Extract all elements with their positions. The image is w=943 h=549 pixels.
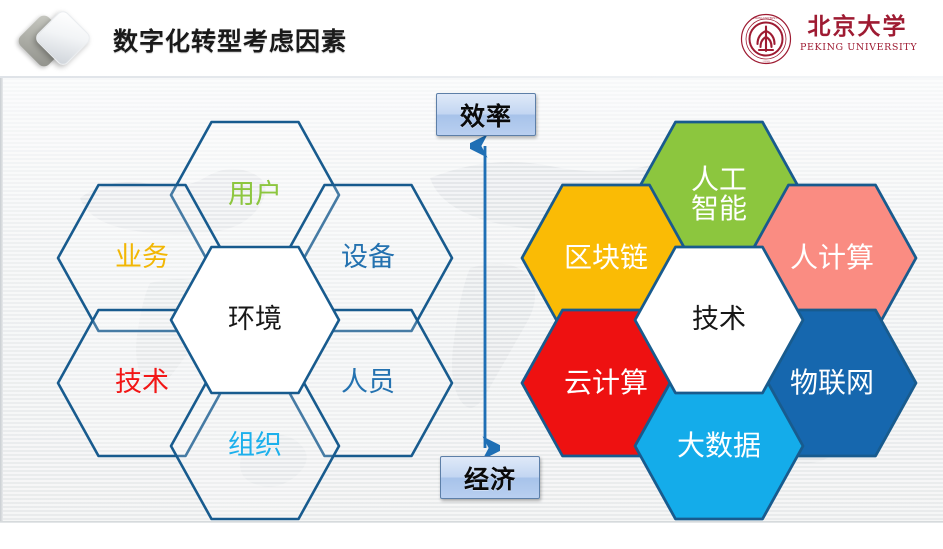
diamond-logo-icon: [15, 8, 96, 70]
svg-text:PEKING UNIVERSITY: PEKING UNIVERSITY: [753, 17, 779, 20]
callout-economy[interactable]: 经济: [440, 456, 540, 499]
footer-divider: [0, 521, 943, 524]
slide-left-edge: [0, 78, 3, 523]
university-name-cn: 北京大学: [807, 13, 908, 40]
hex-center-environment[interactable]: 环境: [168, 244, 342, 396]
svg-text:1 8 9 8: 1 8 9 8: [762, 60, 770, 63]
header-divider: [0, 76, 943, 78]
slide-header: 数字化转型考虑因素 PEKING UNIVE: [0, 0, 943, 78]
peking-university-branding: PEKING UNIVERSITY 1 8 9 8 北京大学 PEKING UN…: [740, 9, 918, 69]
hex-center-technology[interactable]: 技术: [632, 244, 806, 396]
page-title: 数字化转型考虑因素: [113, 27, 348, 56]
slide-footer: [0, 523, 943, 549]
double-headed-vertical-arrow-icon: [470, 136, 500, 458]
callout-label: 经济: [463, 464, 516, 494]
university-name-en: PEKING UNIVERSITY: [800, 42, 918, 53]
peking-university-seal-icon: PEKING UNIVERSITY 1 8 9 8: [740, 13, 792, 65]
callout-efficiency[interactable]: 效率: [436, 93, 536, 136]
callout-label: 效率: [459, 101, 512, 131]
slide-body: 用户 业务 设备 技术 人员: [0, 78, 943, 523]
